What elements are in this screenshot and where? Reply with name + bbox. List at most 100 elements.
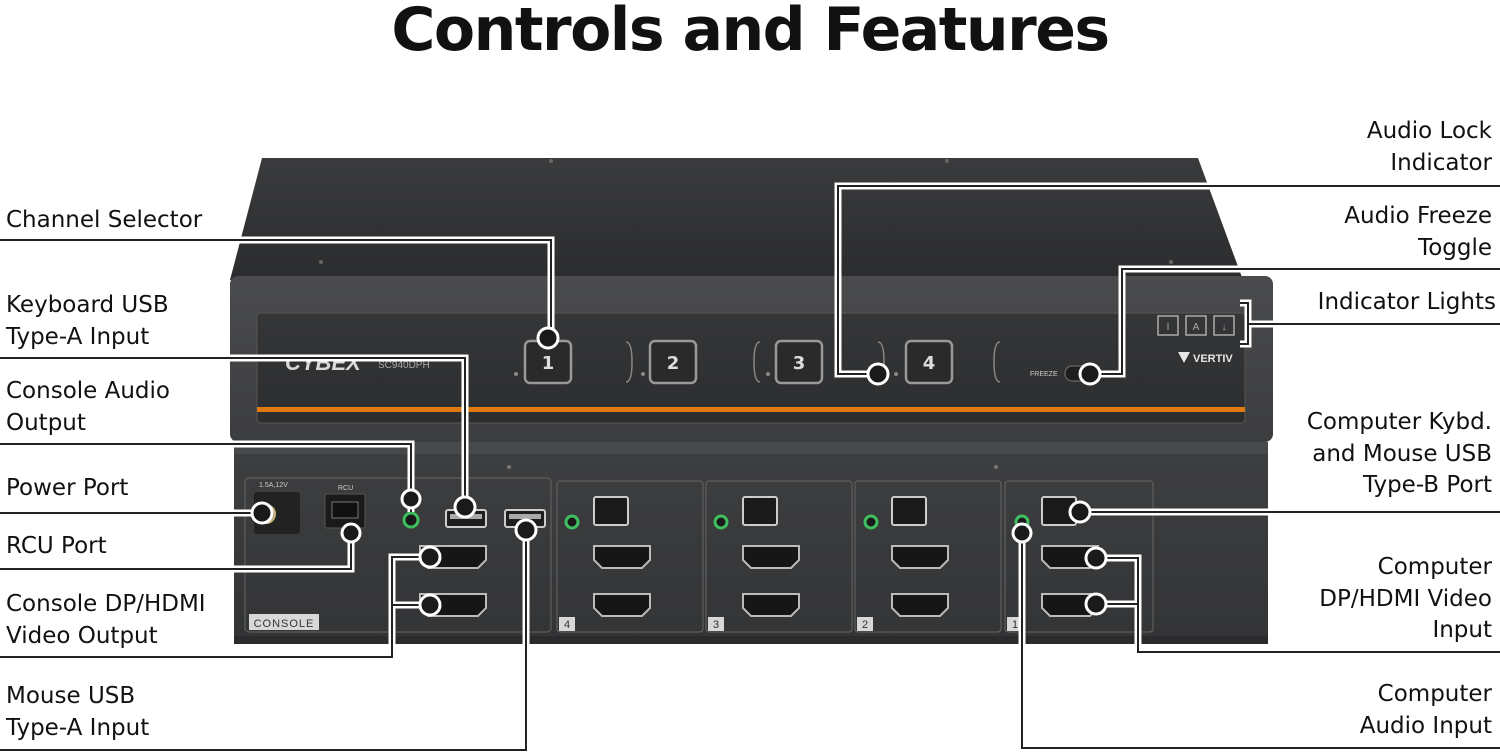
callout-ring [418, 593, 442, 617]
callout-rings [250, 326, 1108, 617]
callout-ring [1084, 546, 1108, 570]
callout-ring [400, 488, 422, 510]
mouse-usb-tongue [509, 514, 541, 519]
module-number: 4 [564, 619, 570, 631]
accent-stripe [257, 407, 1245, 412]
bracket-mark [625, 341, 633, 383]
screw [507, 465, 511, 469]
channel-led [641, 372, 645, 376]
channel-button-3[interactable]: 3 [774, 339, 824, 385]
rear-bottom-edge [234, 636, 1268, 644]
indicator-glyph: A [1193, 322, 1200, 333]
callout-rcu-port [0, 533, 352, 570]
label-indicator-lights: Indicator Lights [1317, 289, 1496, 315]
screw [994, 465, 998, 469]
channel-led [766, 372, 770, 376]
channel-led [514, 372, 518, 376]
label-channel-selector: Channel Selector [6, 207, 203, 233]
power-rating: 1.5A,12V [259, 482, 288, 489]
front-faceplate [256, 312, 1246, 424]
computer-module-3: 3 [705, 480, 853, 633]
label-audio-freeze: Audio Freeze Toggle [1344, 203, 1492, 261]
computer-usb-b-port[interactable] [891, 496, 927, 526]
rcu-tag: RCU [338, 485, 353, 492]
channel-button-2[interactable]: 2 [648, 339, 698, 385]
computer-video-port[interactable] [891, 593, 949, 617]
module-number: 2 [862, 619, 868, 631]
console-module [244, 477, 552, 633]
label-mouse-usb: Mouse USB Type-A Input [6, 683, 150, 741]
callout-ring [1078, 362, 1102, 386]
callout-lines [0, 182, 1500, 753]
module-number: 3 [713, 619, 719, 631]
computer-module-2: 2 [854, 480, 1002, 633]
screw [319, 260, 323, 264]
screw [1169, 260, 1173, 264]
model-number: SC940DPH [378, 360, 430, 371]
label-console-audio: Console Audio Output [6, 378, 170, 436]
callout-audio-freeze [1100, 268, 1500, 375]
callout-ring [340, 522, 362, 544]
channel-button-4[interactable]: 4 [904, 339, 954, 385]
callout-audio-lock [837, 185, 1500, 375]
indicator-lights: I A ↓ [1157, 315, 1235, 336]
channel-button-label: 4 [923, 353, 936, 374]
screw [945, 159, 949, 163]
callout-computer-audio [1021, 533, 1500, 749]
channel-button-1[interactable]: 1 [523, 339, 573, 385]
label-computer-usb: Computer Kybd. and Mouse USB Type-B Port [1306, 409, 1492, 498]
computer-video-port[interactable] [593, 545, 651, 569]
channel-button-label: 3 [793, 353, 806, 374]
label-power-port: Power Port [6, 475, 129, 501]
console-audio-port[interactable] [402, 511, 420, 529]
console-tag: CONSOLE [254, 618, 315, 630]
computer-video-port[interactable] [593, 593, 651, 617]
computer-audio-port[interactable] [713, 514, 729, 530]
rear-top-edge [234, 442, 1268, 456]
vertiv-logo: VERTIV [1193, 353, 1233, 365]
bracket-mark [993, 341, 1001, 383]
label-computer-audio: Computer Audio Input [1359, 681, 1492, 739]
computer-video-port[interactable] [742, 545, 800, 569]
computer-audio-port[interactable] [863, 514, 879, 530]
console-tag-box [249, 614, 319, 630]
callout-ring [453, 495, 477, 519]
label-console-video: Console DP/HDMI Video Output [6, 591, 206, 649]
front-top-cover [230, 158, 1243, 280]
callout-ring [250, 501, 274, 525]
callout-mouse-usb [0, 530, 527, 751]
callout-ring [1011, 522, 1033, 544]
callout-ring [1068, 500, 1092, 524]
computer-audio-port[interactable] [564, 514, 580, 530]
indicator-glyph: I [1167, 322, 1170, 333]
callout-ring [418, 545, 442, 569]
module-number: 1 [1012, 619, 1018, 631]
label-computer-video: Computer DP/HDMI Video Input [1319, 554, 1492, 643]
front-unit: CYBEX SC940DPH 1 2 3 4 FREEZE [230, 158, 1273, 442]
screw [549, 159, 553, 163]
computer-module-1: 1 [1004, 480, 1154, 633]
callout-ring [514, 518, 538, 542]
rcu-port-contacts [331, 501, 359, 519]
bracket-mark [753, 341, 761, 383]
computer-video-port[interactable] [742, 593, 800, 617]
label-rcu-port: RCU Port [6, 533, 107, 559]
computer-module-4: 4 [556, 480, 704, 633]
channel-led [894, 372, 898, 376]
computer-video-port[interactable] [891, 545, 949, 569]
callout-keyboard-usb [0, 357, 466, 507]
computer-usb-b-port[interactable] [593, 496, 629, 526]
brand-logo: CYBEX [285, 350, 362, 375]
channel-button-label: 2 [667, 353, 680, 374]
label-keyboard-usb: Keyboard USB Type-A Input [6, 292, 169, 350]
callout-ring [1084, 592, 1108, 616]
freeze-text: FREEZE [1030, 371, 1058, 378]
label-audio-lock: Audio Lock Indicator [1366, 118, 1492, 176]
callout-ring [536, 326, 560, 350]
computer-video-port[interactable] [1041, 545, 1099, 569]
computer-usb-b-port[interactable] [742, 496, 778, 526]
channel-button-label: 1 [542, 353, 555, 374]
callout-ring [866, 362, 890, 386]
indicator-glyph: ↓ [1222, 322, 1227, 333]
